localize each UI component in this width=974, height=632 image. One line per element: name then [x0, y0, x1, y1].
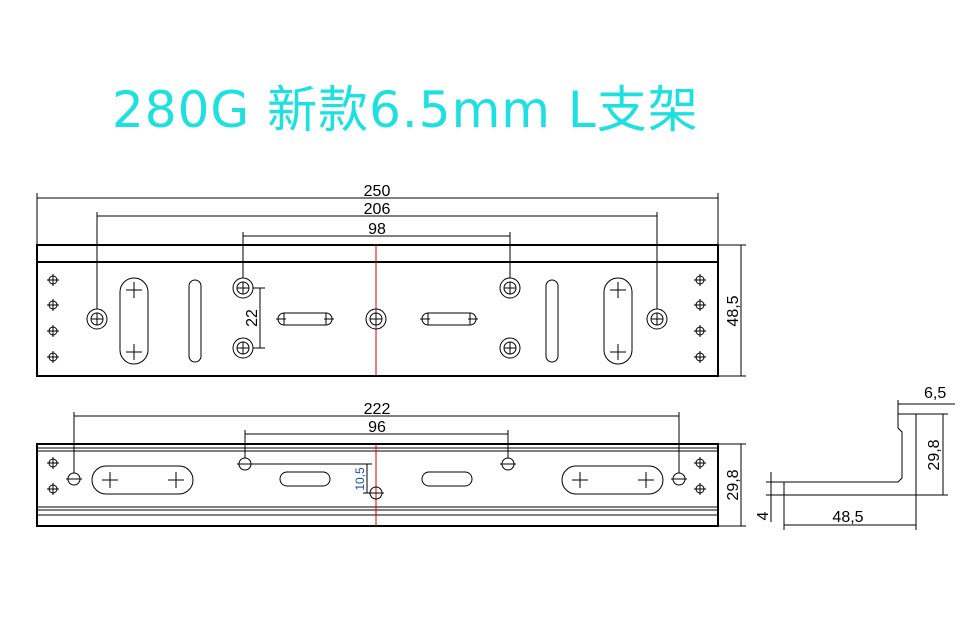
mounting-hole-icon: [694, 325, 706, 337]
mounting-hole-icon: [694, 351, 706, 363]
hole: [671, 472, 687, 486]
mounting-hole-icon: [47, 299, 59, 311]
countersunk-hole: [499, 277, 521, 299]
dim-22: 22: [244, 309, 261, 327]
countersunk-hole: [232, 337, 254, 359]
hole: [237, 457, 253, 471]
dim-10-5: 10,5: [353, 467, 367, 491]
dim-48-5: 48,5: [725, 295, 742, 326]
hole: [368, 486, 384, 500]
hole: [66, 472, 82, 486]
dim-250: 250: [364, 183, 391, 200]
mounting-hole-icon: [47, 274, 59, 286]
mounting-hole-icon: [694, 483, 706, 495]
dim-29-8-front: 29,8: [725, 469, 742, 500]
countersunk-hole: [499, 337, 521, 359]
profile-view: [766, 400, 955, 530]
dim-206: 206: [364, 201, 391, 218]
top-view: [36, 193, 746, 377]
dim-29-8-profile: 29,8: [926, 439, 943, 470]
countersunk-hole: [86, 308, 108, 330]
mounting-hole-icon: [47, 457, 59, 469]
countersunk-hole: [646, 308, 668, 330]
countersunk-hole: [365, 308, 387, 330]
front-view: [36, 412, 746, 527]
drawing-title: 280G 新款6.5mm L支架: [112, 81, 699, 139]
mounting-hole-icon: [47, 483, 59, 495]
dim-48-5-profile: 48,5: [832, 509, 863, 526]
dim-4: 4: [755, 511, 772, 520]
mounting-hole-icon: [47, 351, 59, 363]
mounting-hole-icon: [694, 457, 706, 469]
hole: [500, 457, 516, 471]
mounting-hole-icon: [694, 274, 706, 286]
countersunk-hole: [232, 277, 254, 299]
dim-6-5: 6,5: [924, 385, 946, 402]
mounting-hole-icon: [694, 299, 706, 311]
dim-96: 96: [368, 419, 386, 436]
dim-222: 222: [364, 401, 391, 418]
dim-98: 98: [368, 221, 386, 238]
mounting-hole-icon: [47, 325, 59, 337]
